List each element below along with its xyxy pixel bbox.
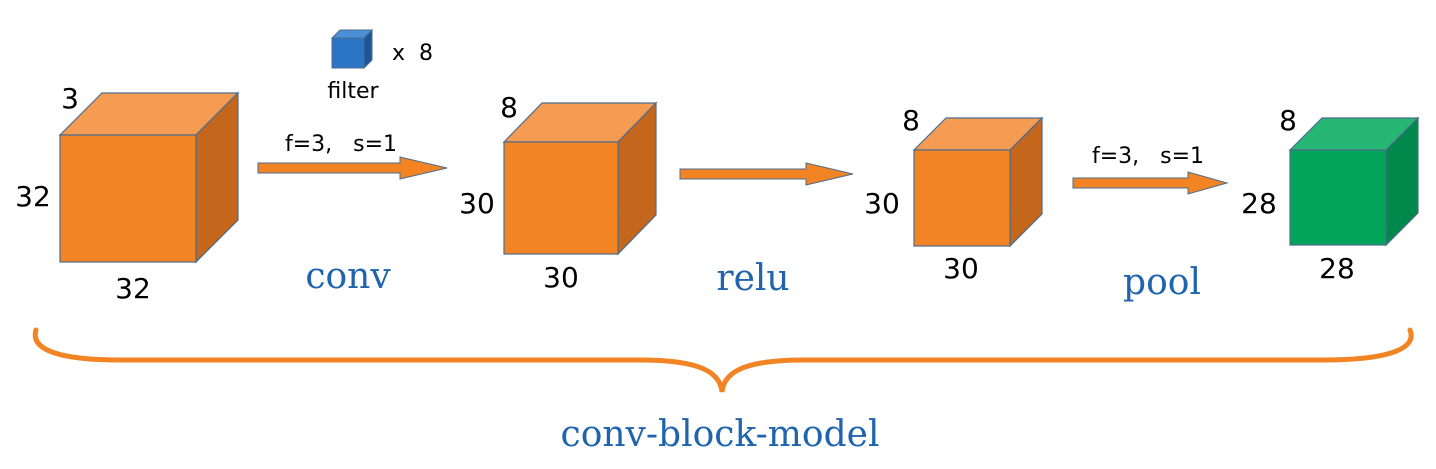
relu-arrow: [679, 162, 854, 186]
pool-depth-label: 8: [1279, 104, 1297, 137]
conv-output-cube: [502, 101, 658, 256]
pool-output-cube: [1288, 116, 1420, 247]
blue-cube-icon: [330, 28, 374, 70]
conv-params-label: f=3, s=1: [285, 132, 397, 157]
pool-arrow: [1072, 171, 1229, 195]
relu-cube-front: [913, 149, 1011, 247]
conv-cube-front: [503, 141, 619, 255]
diagram-title: conv-block-model: [561, 414, 880, 455]
input-width-label: 32: [115, 272, 151, 305]
conv-height-label: 30: [459, 187, 495, 220]
conv-arrow: [257, 156, 448, 180]
conv-width-label: 30: [543, 261, 579, 294]
filter-cube-front: [331, 37, 365, 69]
pool-width-label: 28: [1319, 252, 1355, 285]
filter-count-label: x 8: [392, 41, 433, 66]
pool-height-label: 28: [1241, 187, 1277, 220]
input-cube: [58, 91, 240, 264]
relu-label: relu: [716, 258, 789, 299]
pool-params-label: f=3, s=1: [1092, 144, 1204, 169]
conv-label: conv: [305, 256, 391, 297]
relu-height-label: 30: [864, 187, 900, 220]
relu-width-label: 30: [943, 252, 979, 285]
curly-brace-icon: [32, 327, 1414, 393]
conv-depth-label: 8: [500, 91, 518, 124]
filter-label: filter: [327, 79, 379, 104]
pool-label: pool: [1123, 262, 1201, 303]
pool-cube-front: [1289, 149, 1387, 246]
relu-output-cube: [912, 116, 1044, 248]
input-height-label: 32: [15, 180, 51, 213]
input-cube-front: [59, 134, 197, 263]
input-depth-label: 3: [61, 82, 79, 115]
relu-depth-label: 8: [902, 104, 920, 137]
